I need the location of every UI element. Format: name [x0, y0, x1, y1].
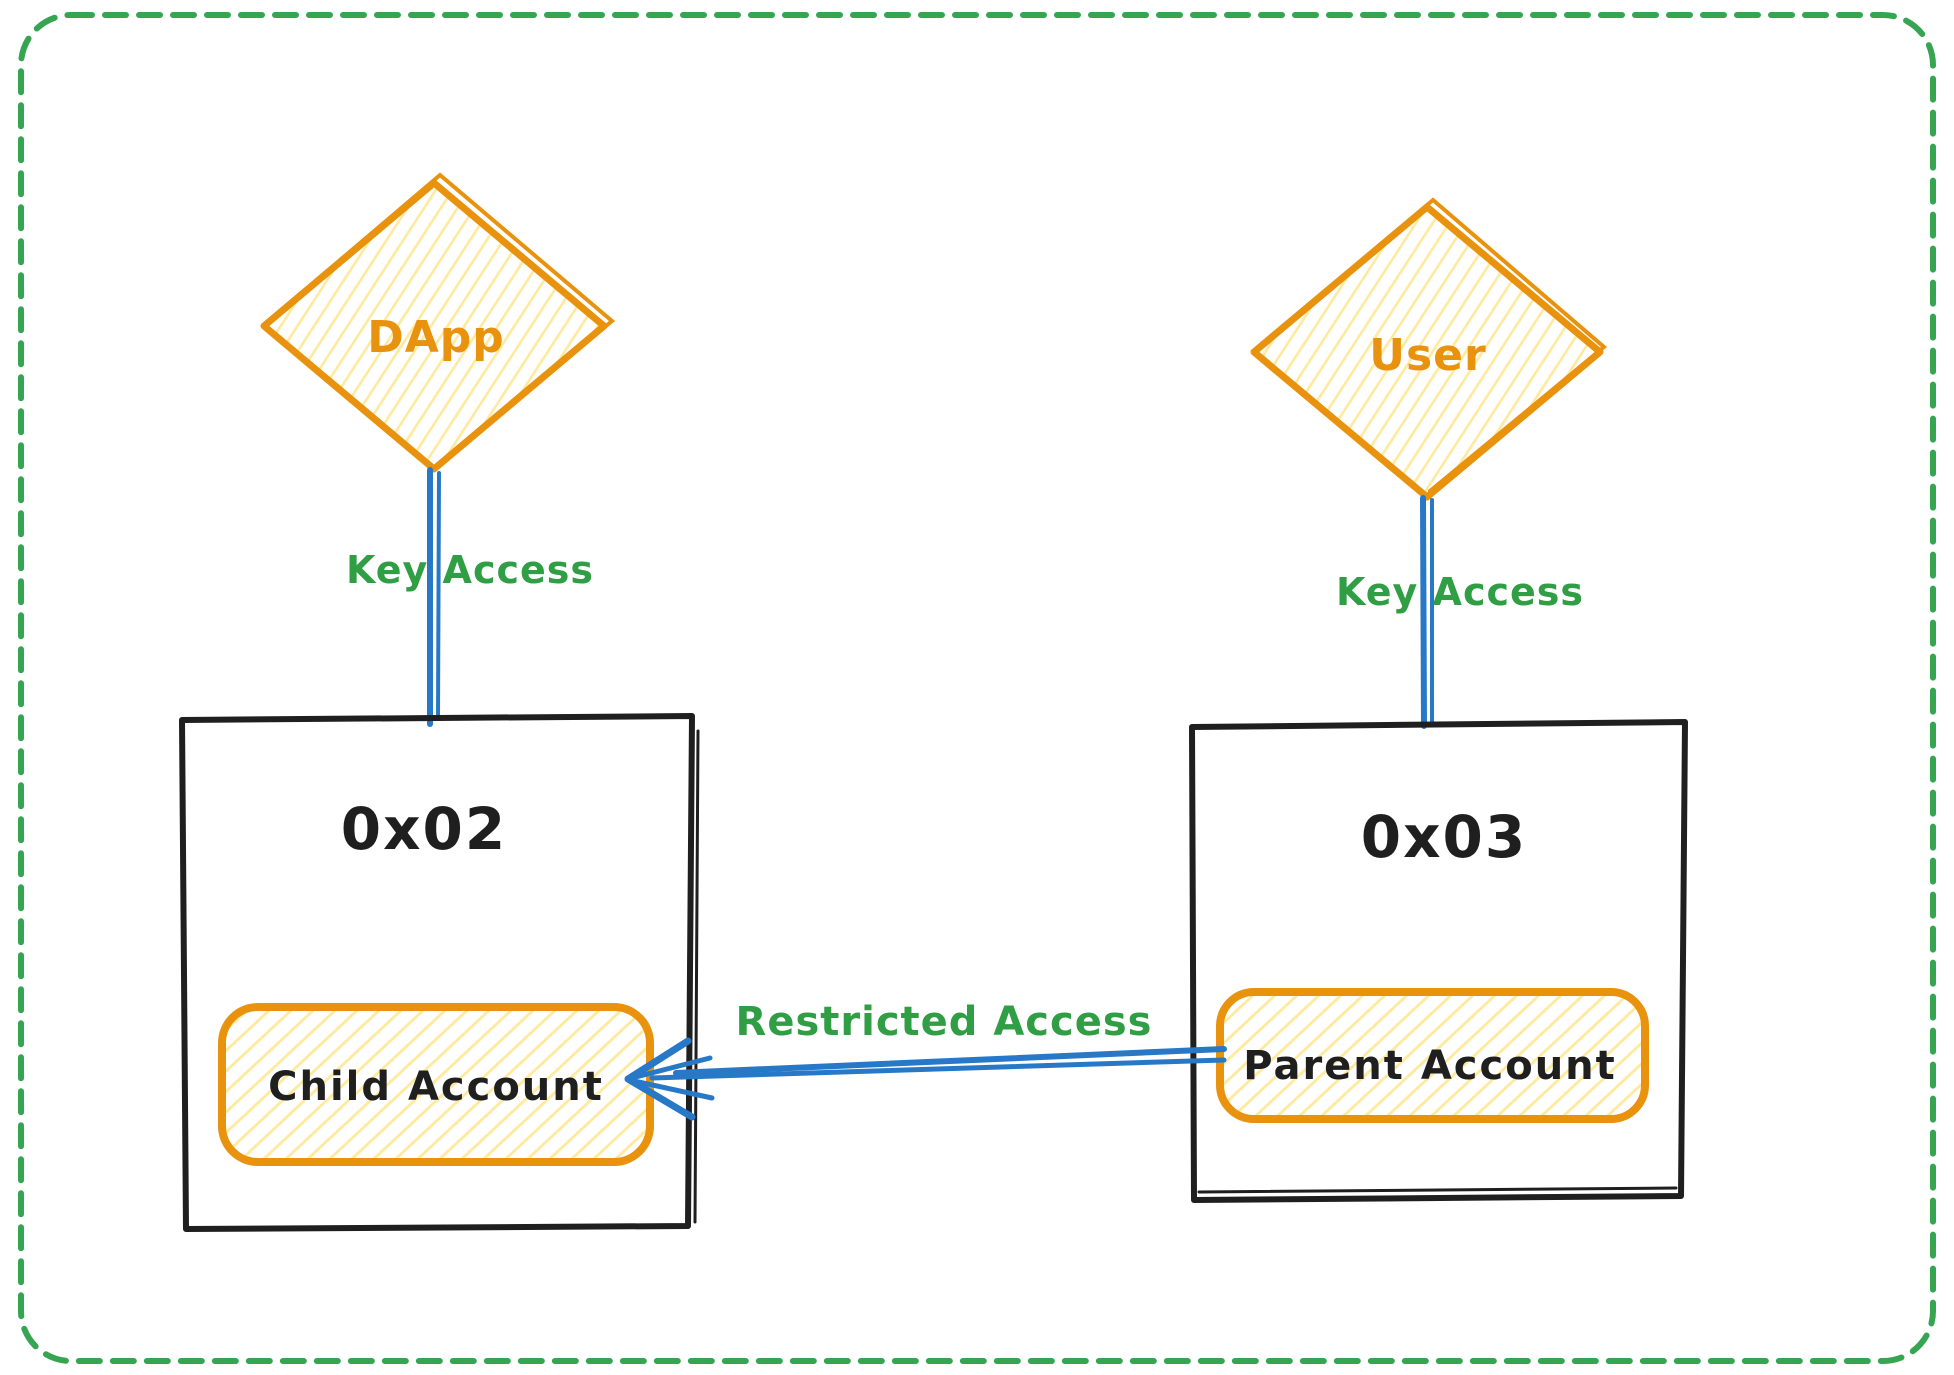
parent-account-label: Parent Account: [1243, 1043, 1617, 1089]
user-diamond: User: [1250, 197, 1608, 501]
wallet-0x03-outline-echo: [1197, 1186, 1678, 1194]
user-diamond-echo: [1260, 197, 1608, 493]
wallet-0x02-label: 0x02: [341, 795, 507, 863]
user-key-connector: [1420, 495, 1434, 729]
dapp-key-connector: [427, 467, 441, 727]
parent-account-box: [1216, 988, 1649, 1123]
key-access-label-left: Key Access: [346, 548, 594, 592]
wallet-0x02-outline-echo: [693, 729, 700, 1224]
wallet-0x03-box: 0x03 Parent Account: [1189, 719, 1688, 1203]
user-label: User: [1369, 330, 1486, 381]
wallet-0x02-outline: [179, 713, 695, 1232]
wallet-0x02-box: 0x02 Child Account: [179, 713, 700, 1232]
wallet-0x03-label: 0x03: [1361, 803, 1527, 871]
child-account-label: Child Account: [268, 1064, 604, 1110]
arrowhead: [624, 1037, 696, 1121]
key-access-label-right: Key Access: [1336, 570, 1584, 614]
dapp-diamond-echo: [270, 172, 616, 466]
wallet-0x03-outline: [1189, 719, 1688, 1203]
dapp-label: DApp: [367, 312, 505, 363]
restricted-access-arrow: [624, 1037, 1227, 1121]
dapp-diamond: DApp: [260, 172, 616, 473]
restricted-access-label: Restricted Access: [736, 999, 1153, 1045]
outer-dashed-border: [18, 12, 1936, 1364]
